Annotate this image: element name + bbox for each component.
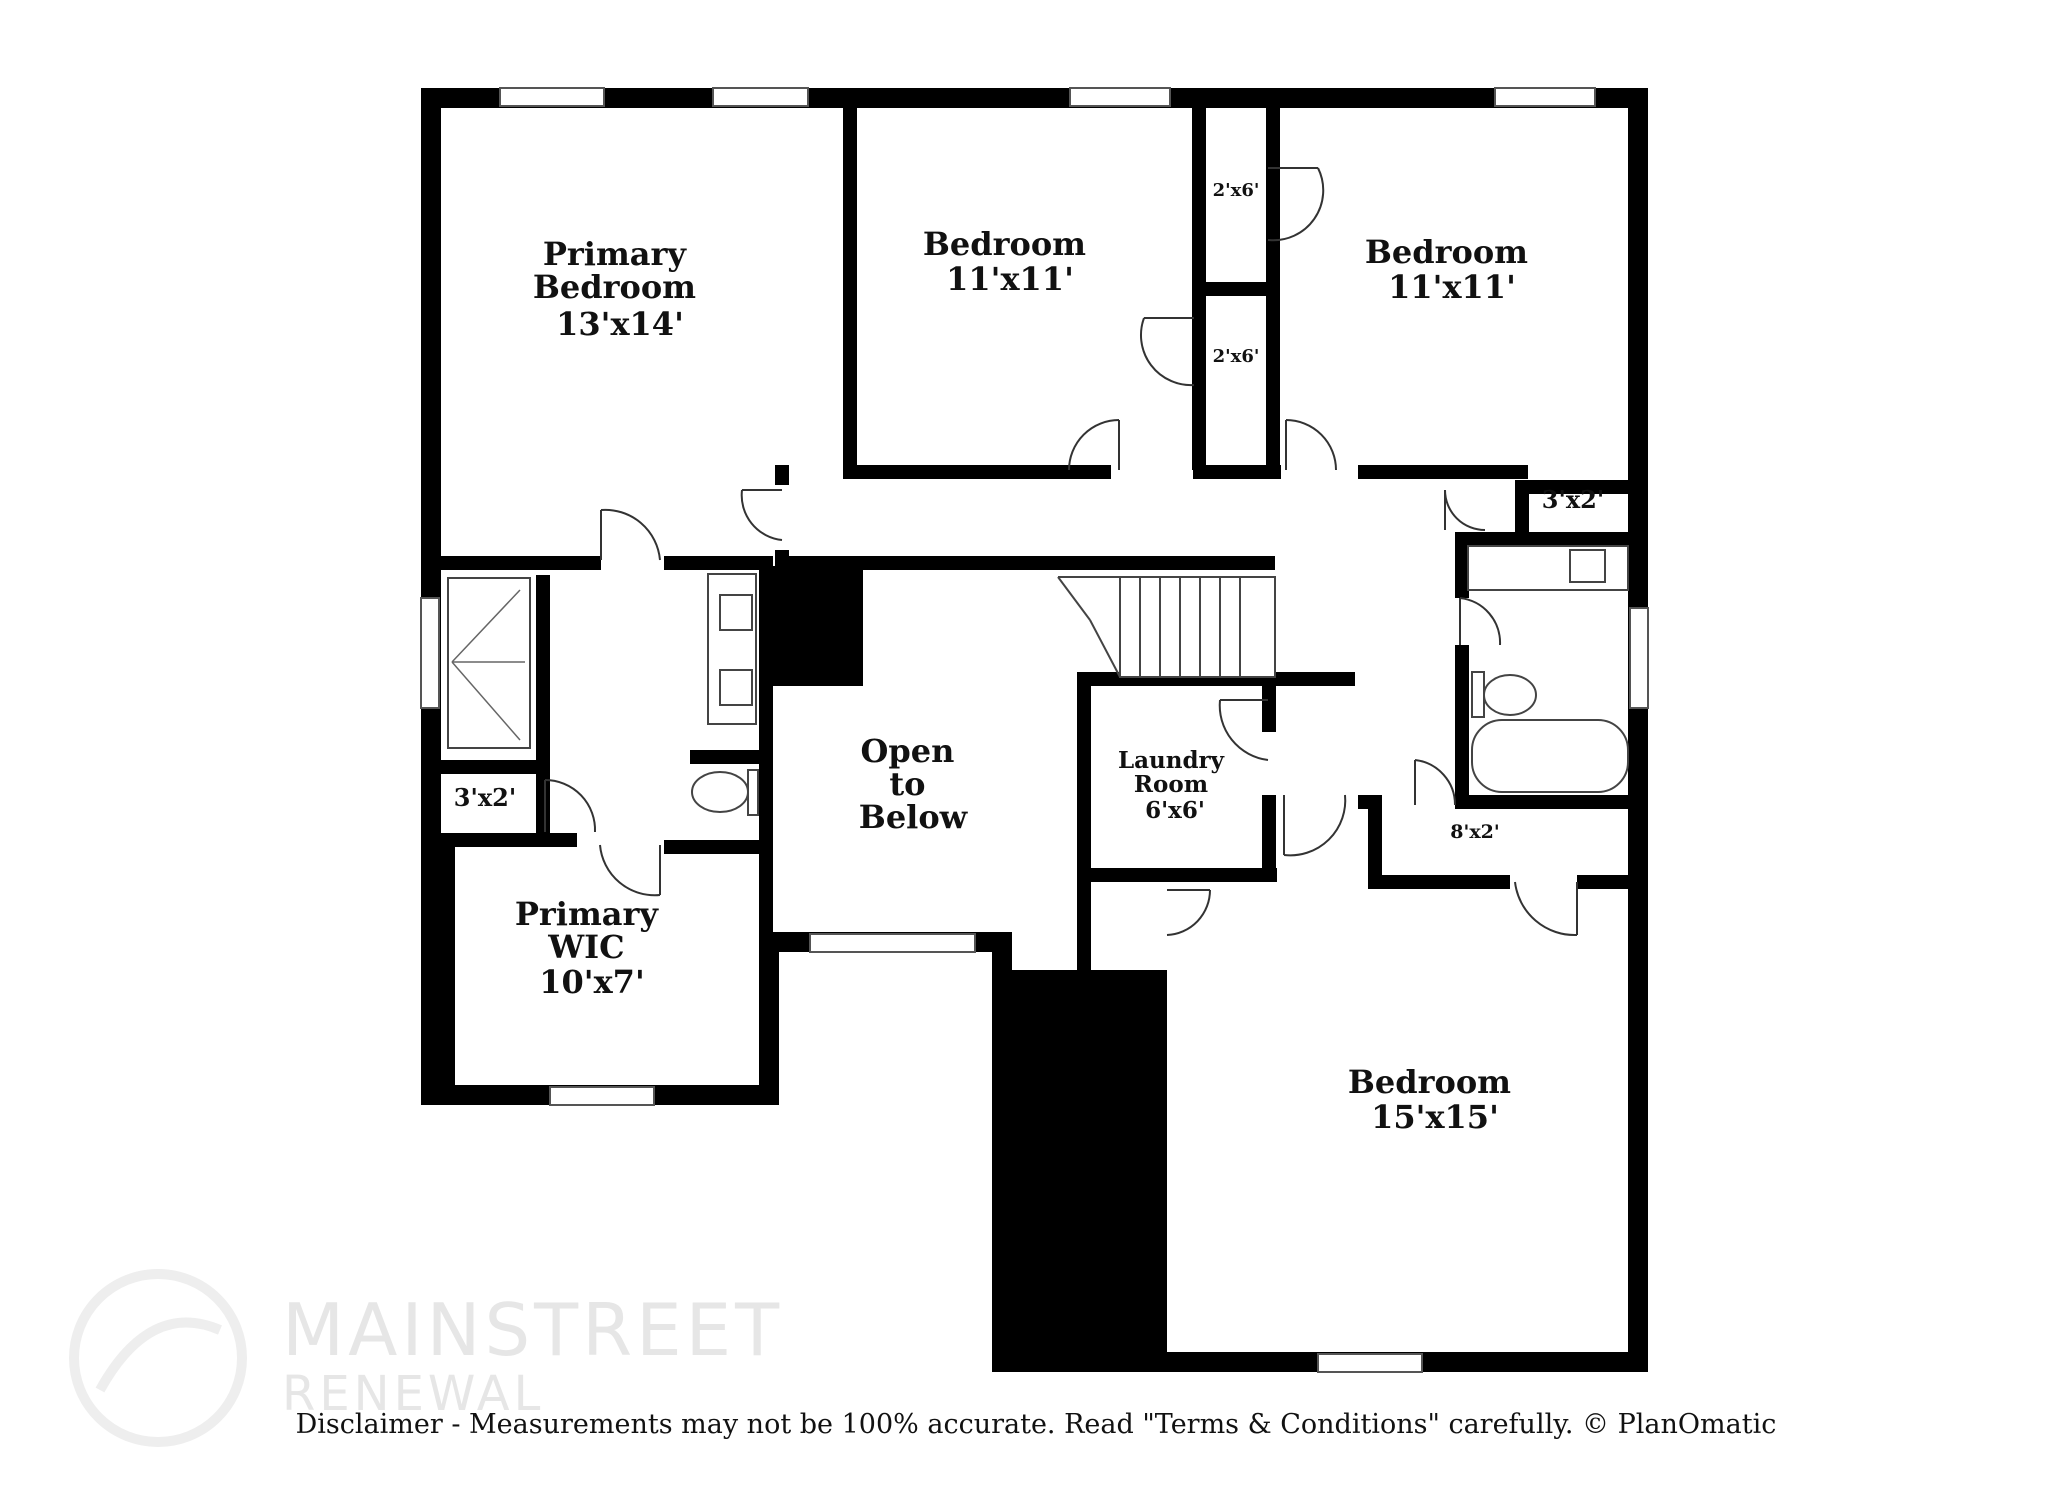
stairs [1057,576,1276,678]
room-bedroom-3: Bedroom 15'x15' [1348,1063,1522,1136]
closet-label: 8'x2' [1450,821,1499,843]
room-open-to-below: Open to Below [859,732,969,836]
disclaimer: Disclaimer - Measurements may not be 100… [296,1409,1777,1440]
watermark: MAINSTREET RENEWAL [69,1269,783,1447]
room-bedroom-1: Bedroom 11'x11' [923,225,1097,298]
toilet-tank-icon [747,769,759,816]
watermark-logo-icon [69,1269,247,1447]
toilet-icon [1483,674,1537,716]
sink-icon [1569,549,1606,583]
closet-label: 3'x2' [454,783,516,812]
room-primary-bedroom: Primary Bedroom 13'x14' [533,235,707,343]
walls [421,88,1648,1372]
toilet-tank-icon [1471,671,1485,718]
shower-icon [447,577,531,749]
sink-icon [719,594,753,631]
room-bedroom-2: Bedroom 11'x11' [1365,233,1539,306]
doors [544,167,1578,937]
watermark-brand: MAINSTREET [282,1288,783,1372]
toilet-icon [691,771,749,813]
room-primary-wic: Primary WIC 10'x7' [515,895,669,1001]
watermark-sub: RENEWAL [282,1366,544,1422]
fixtures [447,545,1629,816]
closet-label: 3'x2' [1542,485,1604,514]
closet-label: 2'x6' [1213,180,1260,201]
closet-label: 2'x6' [1213,346,1260,367]
windows [420,87,1649,1373]
room-laundry: Laundry Room 6'x6' [1118,747,1232,824]
bathtub-icon [1471,719,1629,793]
sink-icon [719,669,753,706]
